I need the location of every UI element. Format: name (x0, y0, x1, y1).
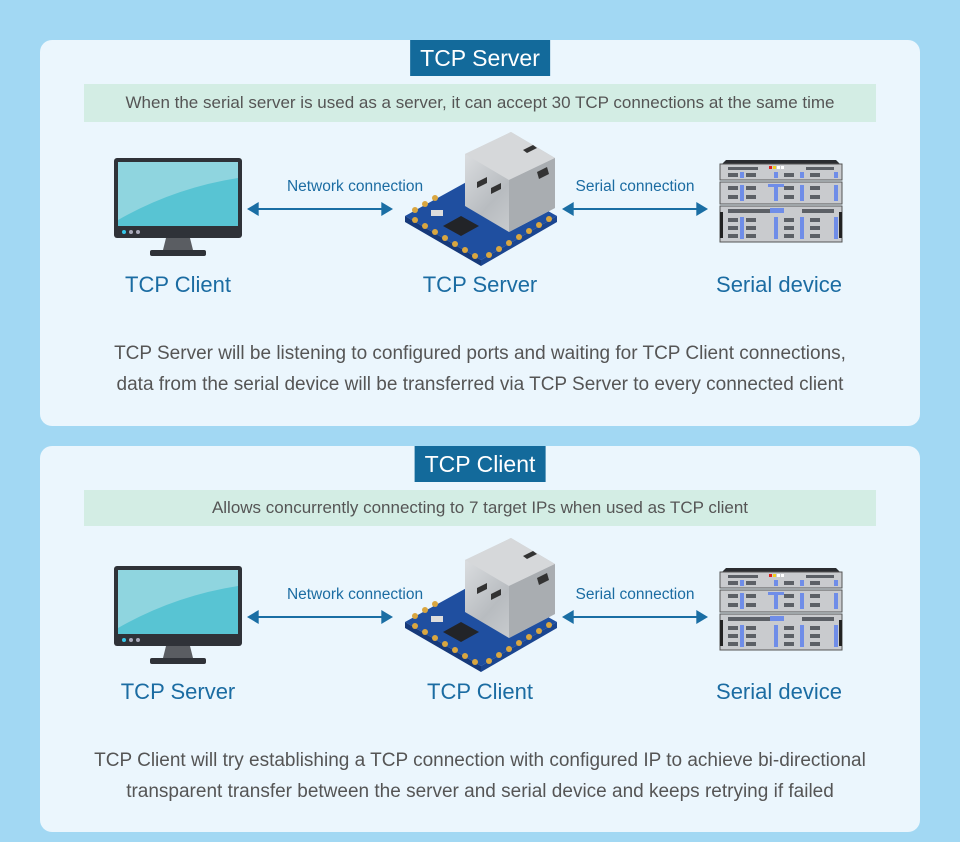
panel-subtitle: Allows concurrently connecting to 7 targ… (84, 490, 876, 526)
bidirectional-arrow-icon (562, 201, 708, 217)
ethernet-module-icon (396, 128, 566, 278)
center-node-label: TCP Client (427, 679, 533, 704)
right-node-label: Serial device (716, 679, 842, 704)
network-connection-label: Network connection (286, 586, 424, 603)
monitor-icon (114, 158, 244, 258)
bidirectional-arrow-icon (247, 201, 393, 217)
left-node-label: TCP Client (125, 272, 231, 297)
panel-title: TCP Server (410, 40, 550, 76)
ethernet-module-icon (396, 534, 566, 684)
center-node-label: TCP Server (422, 272, 538, 297)
right-node-label: Serial device (716, 272, 842, 297)
bidirectional-arrow-icon (562, 609, 708, 625)
description-line: transparent transfer between the server … (126, 781, 834, 802)
panel-description: TCP Server will be listening to configur… (40, 338, 920, 400)
serial-connection-label: Serial connection (575, 586, 695, 603)
network-connection-label: Network connection (286, 178, 424, 195)
server-rack-icon (716, 160, 846, 244)
server-rack-icon (716, 568, 846, 652)
tcp-client-panel: TCP Client Allows concurrently connectin… (40, 446, 920, 832)
description-line: data from the serial device will be tran… (116, 374, 844, 395)
bidirectional-arrow-icon (247, 609, 393, 625)
panel-title: TCP Client (414, 446, 546, 482)
tcp-server-panel: TCP Server When the serial server is use… (40, 40, 920, 426)
serial-connection-label: Serial connection (575, 178, 695, 195)
description-line: TCP Server will be listening to configur… (114, 343, 846, 364)
description-line: TCP Client will try establishing a TCP c… (94, 750, 866, 771)
panel-description: TCP Client will try establishing a TCP c… (40, 745, 920, 807)
panel-subtitle: When the serial server is used as a serv… (84, 84, 876, 122)
left-node-label: TCP Server (120, 679, 236, 704)
monitor-icon (114, 566, 244, 666)
